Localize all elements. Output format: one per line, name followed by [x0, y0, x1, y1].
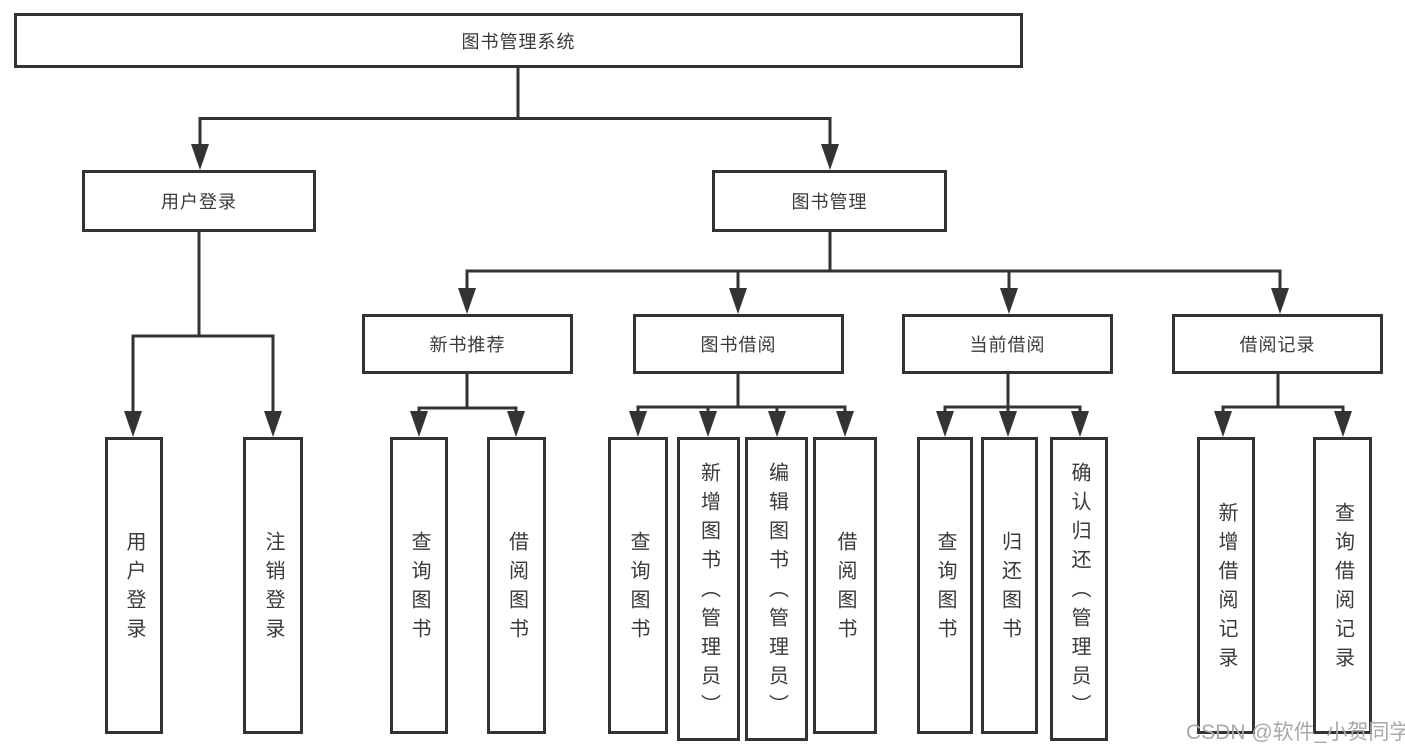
leaf-label: 用户登录 [123, 530, 145, 647]
leaf-confirm-return-admin: 确认归还（管理员） [1050, 437, 1108, 741]
leaf-borrow-books-1: 借阅图书 [487, 437, 546, 734]
arrow-down-icon [1214, 411, 1232, 437]
leaf-query-books-1: 查询图书 [390, 437, 448, 734]
leaf-borrow-books-2: 借阅图书 [813, 437, 877, 734]
arrow-down-icon [729, 288, 747, 314]
leaf-label: 查询图书 [627, 530, 649, 647]
leaf-query-books-2: 查询图书 [608, 437, 668, 734]
node-label: 图书管理系统 [461, 31, 576, 52]
leaf-edit-books-admin: 编辑图书（管理员） [745, 437, 808, 741]
leaf-logout: 注销登录 [243, 437, 303, 734]
node-label: 图书管理 [791, 192, 868, 212]
node-library-management-system: 图书管理系统 [14, 13, 1023, 68]
leaf-label: 新增借阅记录 [1215, 501, 1237, 676]
node-book-borrowing: 图书借阅 [633, 314, 844, 374]
arrow-down-icon [699, 411, 717, 437]
csdn-watermark: CSDN @软件_小贺同学 [1186, 721, 1405, 744]
leaf-label: 编辑图书（管理员） [765, 461, 788, 723]
arrow-down-icon [821, 144, 839, 170]
node-current-borrowing: 当前借阅 [902, 314, 1113, 374]
leaf-label: 查询图书 [934, 530, 956, 647]
arrow-down-icon [410, 411, 428, 437]
arrow-down-icons [124, 144, 1352, 437]
leaf-label: 借阅图书 [834, 530, 856, 647]
leaf-label: 查询图书 [408, 530, 430, 647]
leaf-label: 新增图书（管理员） [697, 461, 720, 723]
arrow-down-icon [1271, 288, 1289, 314]
leaf-user-login: 用户登录 [105, 437, 163, 734]
node-new-book-recommend: 新书推荐 [362, 314, 573, 374]
leaf-label: 查询借阅记录 [1331, 501, 1354, 676]
leaf-add-books-admin: 新增图书（管理员） [677, 437, 740, 741]
arrow-down-icon [836, 411, 854, 437]
arrow-down-icon [1071, 411, 1089, 437]
arrow-down-icon [999, 411, 1017, 437]
node-label: 当前借阅 [969, 335, 1046, 355]
node-label: 新书推荐 [429, 335, 506, 355]
arrow-down-icon [124, 411, 142, 437]
arrow-down-icon [1334, 411, 1352, 437]
arrow-down-icon [507, 411, 525, 437]
arrow-down-icon [191, 144, 209, 170]
node-book-management: 图书管理 [712, 170, 947, 232]
arrow-down-icon [1000, 288, 1018, 314]
arrow-down-icon [264, 411, 282, 437]
leaf-query-books-3: 查询图书 [917, 437, 973, 734]
arrow-down-icon [936, 411, 954, 437]
arrow-down-icon [629, 411, 647, 437]
leaf-label: 归还图书 [998, 530, 1021, 647]
node-label: 借阅记录 [1239, 335, 1316, 355]
leaf-return-books: 归还图书 [981, 437, 1038, 734]
arrow-down-icon [768, 411, 786, 437]
leaf-label: 借阅图书 [505, 530, 528, 647]
leaf-label: 注销登录 [262, 530, 284, 647]
leaf-query-borrow-record: 查询借阅记录 [1313, 437, 1372, 734]
node-label: 图书借阅 [700, 335, 777, 355]
node-borrowing-records: 借阅记录 [1172, 314, 1383, 374]
arrow-down-icon [458, 288, 476, 314]
leaf-label: 确认归还（管理员） [1068, 461, 1090, 723]
node-user-login: 用户登录 [82, 170, 316, 232]
node-label: 用户登录 [161, 192, 237, 212]
leaf-add-borrow-record: 新增借阅记录 [1197, 437, 1255, 734]
